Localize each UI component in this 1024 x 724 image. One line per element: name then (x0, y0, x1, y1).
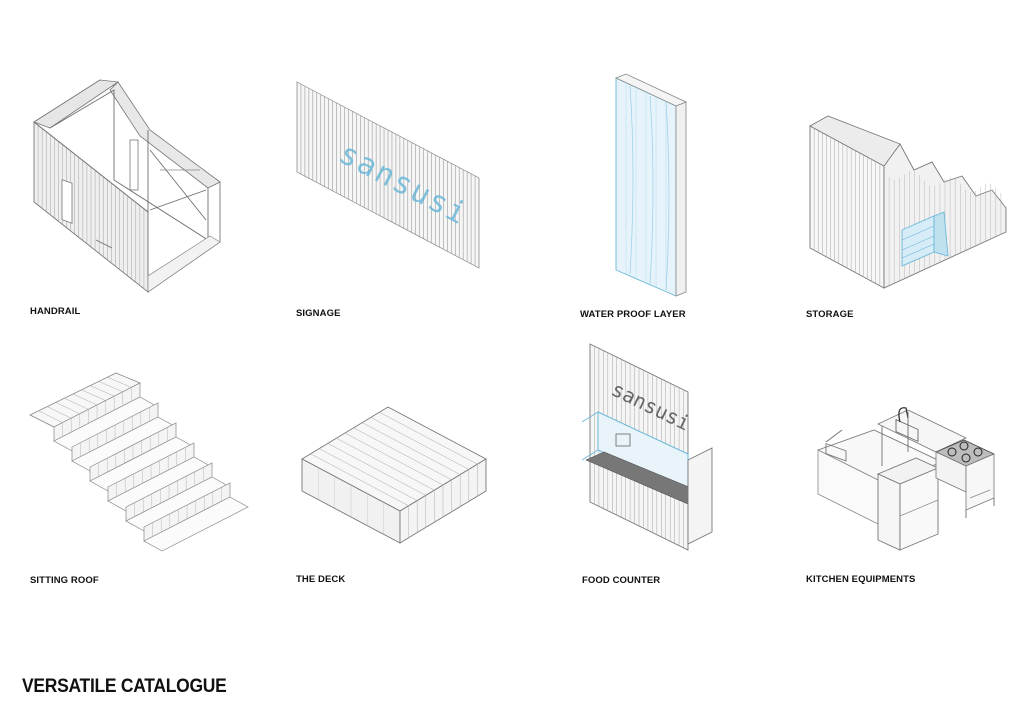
signage-label: SIGNAGE (296, 308, 341, 319)
handrail-label: HANDRAIL (30, 306, 81, 317)
sitting-roof-label: SITTING ROOF (30, 575, 99, 586)
line-detail (98, 381, 123, 393)
line-detail (47, 406, 72, 419)
line-detail (379, 411, 478, 465)
kitchen-equipments-diagram (816, 402, 1006, 552)
kitchen-equipments-label: KITCHEN EQUIPMENTS (806, 574, 916, 585)
catalogue-title: VERSATILE CATALOGUE (22, 676, 227, 697)
signage-diagram: sansusi (295, 80, 485, 270)
line-detail (353, 427, 452, 481)
line-detail (362, 422, 461, 475)
line-detail (336, 437, 435, 491)
line-detail (55, 402, 80, 415)
line-detail (327, 443, 426, 496)
line-detail (310, 453, 409, 507)
food-counter-label: FOOD COUNTER (582, 575, 661, 586)
line-detail (38, 410, 63, 423)
deck-diagram (300, 405, 490, 545)
line-detail (344, 432, 444, 486)
line-detail (319, 448, 418, 501)
storage-label: STORAGE (806, 309, 854, 320)
deck-label: THE DECK (296, 574, 346, 585)
waterproof-layer-label: WATER PROOF LAYER (580, 309, 686, 320)
waterproof-layer-diagram (610, 73, 690, 299)
line-detail (90, 385, 115, 397)
line-detail (107, 376, 132, 388)
line-detail (81, 389, 106, 401)
step-face (143, 496, 249, 552)
handrail-diagram (30, 70, 240, 295)
sitting-roof-diagram (28, 365, 249, 560)
line-detail (64, 397, 89, 410)
line-detail (370, 417, 469, 470)
storage-diagram (808, 112, 1008, 292)
food-counter-diagram: sansusi (576, 342, 716, 552)
line-detail (72, 393, 98, 406)
